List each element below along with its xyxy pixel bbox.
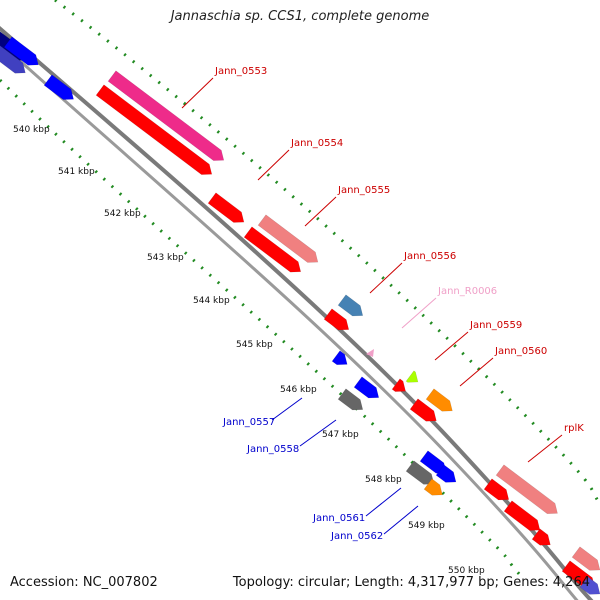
genome-summary-text: Topology: circular; Length: 4,317,977 bp…: [232, 575, 590, 590]
gene-arrow-jann-0560[interactable]: [425, 388, 456, 416]
gene-features: [0, 30, 600, 599]
tick-label: 547 kbp: [322, 430, 359, 440]
gene-label[interactable]: Jann_0560: [494, 346, 547, 357]
outer-tick-dots: [54, 0, 600, 507]
gene-label[interactable]: Jann_0554: [290, 138, 343, 149]
gene-label[interactable]: Jann_0555: [337, 185, 390, 196]
gene-arrow[interactable]: [435, 464, 460, 487]
gene-arrow-jann-r0006[interactable]: [366, 349, 374, 357]
tick-label: 549 kbp: [408, 521, 445, 531]
label-leader-line: [434, 331, 469, 361]
tick-label: 540 kbp: [13, 125, 50, 135]
gene-arrow[interactable]: [323, 308, 353, 335]
gene-arrow[interactable]: [579, 576, 600, 599]
label-leader-line: [527, 434, 563, 463]
gene-arrow-jann-0556[interactable]: [337, 294, 367, 321]
label-leader-line: [459, 357, 494, 387]
accession-text: Accession: NC_007802: [10, 575, 158, 590]
gene-label[interactable]: Jann_0556: [403, 251, 456, 262]
label-leader-line: [369, 262, 403, 294]
gene-arrow-rplk[interactable]: [495, 464, 561, 519]
gene-label[interactable]: Jann_0553: [214, 66, 267, 77]
gene-arrow[interactable]: [353, 376, 383, 403]
gene-arrow[interactable]: [571, 546, 600, 575]
tick-label: 541 kbp: [58, 167, 95, 177]
tick-label: 546 kbp: [280, 385, 317, 395]
gene-label[interactable]: Jann_0562: [330, 531, 383, 542]
gene-arrow[interactable]: [483, 478, 513, 505]
tick-label: 544 kbp: [193, 296, 230, 306]
label-leader-line: [401, 297, 437, 329]
inner-dotted-line: [0, 78, 522, 576]
gene-arrow-jann-0558[interactable]: [337, 388, 367, 415]
label-leader-line: [304, 196, 337, 227]
gene-arrow[interactable]: [391, 378, 409, 397]
gene-arrow[interactable]: [409, 398, 440, 426]
tick-labels: 540 kbp 541 kbp 542 kbp 543 kbp 544 kbp 545 k…: [13, 125, 485, 576]
gene-arrow-jann-0554[interactable]: [95, 84, 216, 180]
gene-arrow-jann-0559[interactable]: [405, 370, 422, 387]
tick-label: 542 kbp: [104, 209, 141, 219]
gene-arrow[interactable]: [207, 192, 248, 227]
label-leader-line: [299, 419, 337, 447]
gene-label[interactable]: rplK: [564, 423, 584, 434]
tick-label: 548 kbp: [365, 475, 402, 485]
gene-arrow-jann-0555[interactable]: [257, 214, 322, 268]
backbone-line-inner: [0, 40, 579, 600]
gene-label[interactable]: Jann_0558: [246, 444, 299, 455]
gene-label[interactable]: Jann_0557: [222, 417, 275, 428]
gene-arrow-jann-0557[interactable]: [331, 350, 351, 370]
label-leader-line: [181, 77, 214, 109]
tick-label: 550 kbp: [448, 566, 485, 576]
gene-arrow[interactable]: [43, 74, 77, 105]
label-leader-line: [257, 149, 290, 181]
tick-label: 543 kbp: [147, 253, 184, 263]
gene-labels: Jann_0553Jann_0554Jann_0555Jann_0556Jann…: [181, 66, 584, 542]
label-leader-line: [365, 487, 402, 517]
gene-arrow[interactable]: [531, 528, 554, 550]
gene-arrow[interactable]: [243, 226, 305, 277]
outer-dotted-line: [54, 0, 600, 507]
gene-arrow[interactable]: [3, 36, 42, 70]
gene-arrow[interactable]: [503, 500, 544, 535]
gene-arrow-jann-0553[interactable]: [107, 70, 228, 166]
gene-label[interactable]: Jann_R0006: [437, 286, 497, 297]
gene-arrow-jann-0562[interactable]: [423, 478, 446, 500]
map-title: Jannaschia sp. CCS1, complete genome: [170, 9, 430, 24]
gene-label[interactable]: Jann_0561: [312, 513, 365, 524]
inner-tick-dots: [0, 78, 522, 576]
label-leader-line: [383, 505, 419, 535]
gene-label[interactable]: Jann_0559: [469, 320, 522, 331]
gene-arrow[interactable]: [0, 44, 29, 78]
tick-label: 545 kbp: [236, 340, 273, 350]
label-leader-line: [271, 397, 303, 421]
